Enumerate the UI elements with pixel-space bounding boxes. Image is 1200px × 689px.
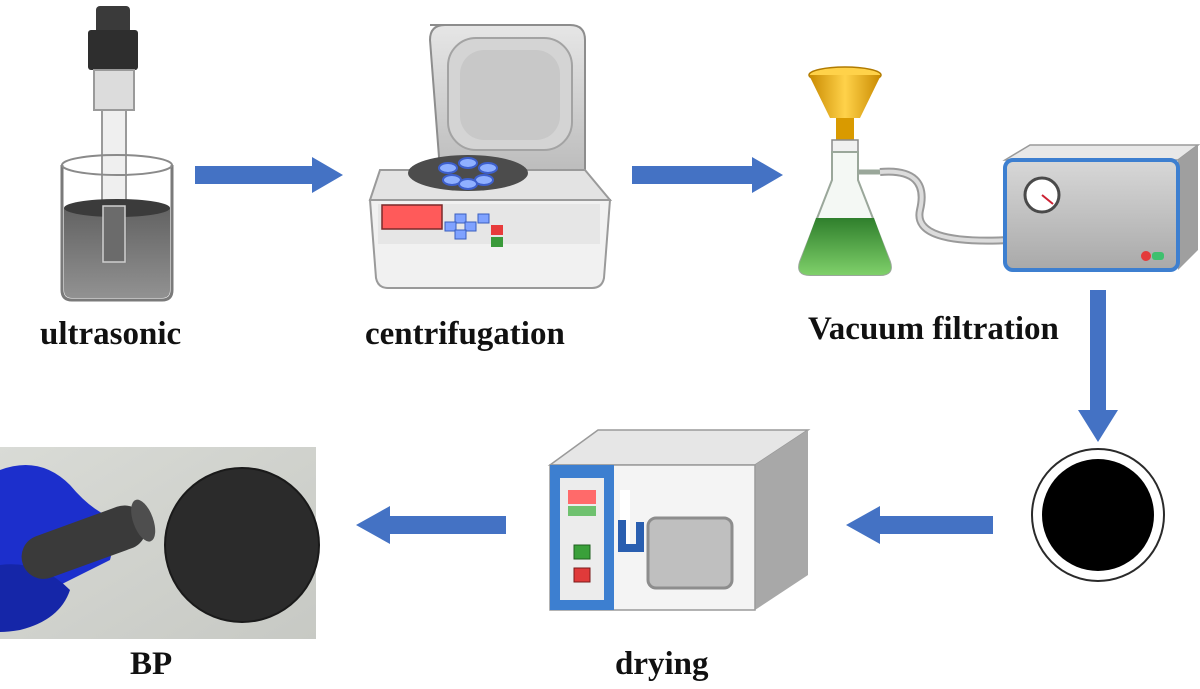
centrifuge-icon: [368, 24, 613, 289]
ultrasonic-probe-icon: [60, 6, 174, 302]
arrow-membrane-to-drying: [846, 506, 993, 544]
vacuum-pump-icon: [1002, 144, 1200, 272]
arrow-drying-to-bp: [356, 506, 506, 544]
arrow-ultrasonic-to-centrifugation: [195, 157, 343, 193]
arrow-centrifugation-to-filtration: [632, 157, 783, 193]
filter-membrane-icon: [1031, 448, 1165, 582]
label-ultrasonic: ultrasonic: [40, 316, 182, 352]
label-bp: BP: [130, 646, 173, 682]
bp-sample-photo: [0, 447, 320, 639]
label-vacuum-filtration: Vacuum filtration: [808, 311, 1059, 347]
suction-flask-icon: [798, 66, 1011, 276]
drying-oven-icon: [547, 429, 811, 611]
arrow-filtration-to-membrane: [1078, 290, 1118, 442]
label-drying: drying: [615, 646, 709, 682]
label-centrifugation: centrifugation: [365, 316, 565, 352]
